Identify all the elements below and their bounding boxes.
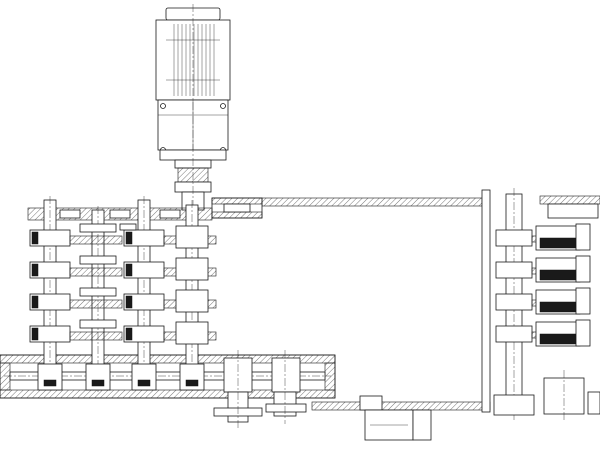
- gear-stage: [29, 287, 217, 313]
- gear-stage: [495, 319, 591, 347]
- right-gearbox: [481, 188, 600, 420]
- drive-unit-cap: [412, 409, 432, 441]
- gear-stage: [29, 223, 217, 249]
- gear-stage: [29, 255, 217, 281]
- drive-unit: [364, 409, 432, 441]
- left-gearbox: [0, 196, 336, 428]
- left-gearbox-gear-stages: [29, 223, 217, 345]
- right-gearbox-frame: [481, 189, 491, 413]
- gear-stage: [495, 223, 591, 251]
- motor-cooling-fins: [166, 24, 220, 96]
- motor: [155, 4, 231, 215]
- bottom-tie-bar-beam: [311, 401, 491, 411]
- gear-stage: [29, 319, 217, 345]
- gear-stage: [495, 255, 591, 283]
- left-gearbox-output: [213, 350, 307, 428]
- top-tie-bar-beam: [261, 197, 483, 207]
- motor-bolt: [220, 103, 226, 109]
- top-tie-bar: [211, 197, 483, 219]
- left-gearbox-base-bearings: [37, 357, 301, 393]
- bottom-tie-bar: [311, 395, 491, 411]
- motor-bolt: [160, 103, 166, 109]
- right-gearbox-top-plate: [539, 195, 600, 205]
- gear-stage: [495, 287, 591, 315]
- right-gearbox-gear-stages: [495, 223, 591, 347]
